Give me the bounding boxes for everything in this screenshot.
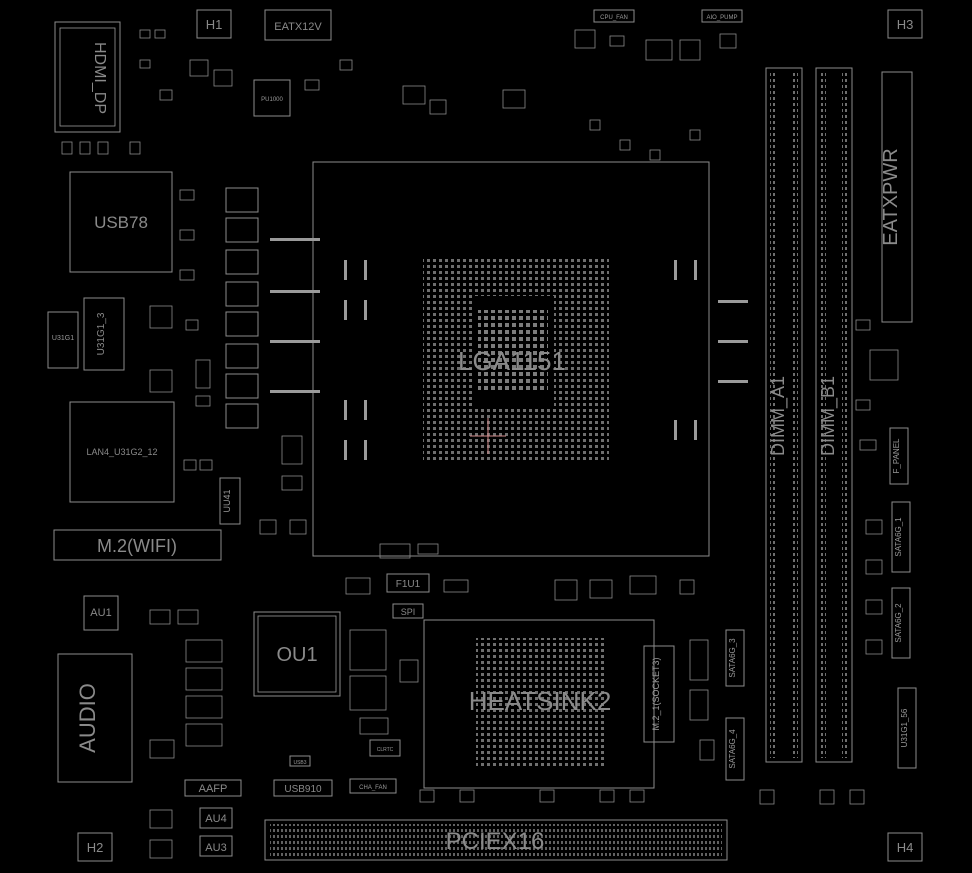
cha-fan-header: CHA_FAN [349,778,397,794]
ou1-chip: OU1 [253,611,341,697]
svg-text:LGA1151: LGA1151 [458,346,566,376]
heatsink2-chipset: HEATSINK2 [423,619,655,789]
usb910-header: USB910 [273,779,333,797]
svg-text:DIMM_A1: DIMM_A1 [768,376,789,456]
svg-text:AU3: AU3 [205,842,226,854]
hdmi-dp-connector: HDMI_DP [54,21,121,133]
svg-text:H1: H1 [206,17,223,32]
svg-text:USB3: USB3 [293,760,306,766]
usb3-header-small: USB3 [289,755,311,767]
small-components [61,29,899,859]
svg-text:SATA6G_3: SATA6G_3 [728,638,737,678]
svg-text:AAFP: AAFP [199,783,228,795]
svg-text:HDMI_DP: HDMI_DP [91,42,108,114]
svg-text:PCIEX16: PCIEX16 [446,828,545,855]
svg-text:SATA6G_2: SATA6G_2 [894,603,903,643]
lga1151-socket: LGA1151 [312,161,710,557]
sata6g-3-port: SATA6G_3 [725,629,745,687]
mounting-hole-h1: H1 [196,9,232,39]
m2-wifi-slot: M.2(WIFI) [53,529,222,561]
svg-text:AIO_PUMP: AIO_PUMP [706,15,737,21]
m2-socket3-slot: M.2_1(SOCKET3) [643,645,675,743]
clrtc-header: CLRTC [369,739,401,757]
svg-text:H2: H2 [87,840,104,855]
cpu-fan-header: CPU_FAN [593,9,635,23]
svg-text:U31G1_3: U31G1_3 [96,312,107,355]
mounting-hole-h4: H4 [887,832,923,862]
svg-text:HEATSINK2: HEATSINK2 [469,686,612,716]
svg-text:F_PANEL: F_PANEL [892,438,901,474]
svg-text:PU1000: PU1000 [261,97,283,103]
svg-text:H4: H4 [897,840,914,855]
svg-text:AU1: AU1 [90,607,111,619]
lan-connector: LAN4_U31G2_12 [69,401,175,503]
spi-header: SPI [392,603,424,619]
svg-text:EATX12V: EATX12V [274,21,322,33]
svg-text:CPU_FAN: CPU_FAN [600,15,628,21]
svg-text:SATA6G_4: SATA6G_4 [728,729,737,769]
svg-text:F1U1: F1U1 [396,579,421,590]
sata6g-1-port: SATA6G_1 [891,501,911,573]
svg-text:AU4: AU4 [205,813,226,825]
eatxpwr-connector: EATXPWR [880,71,913,323]
audio-connector: AUDIO [57,653,133,783]
au1-chip: AU1 [83,595,119,631]
socket-capacitor-pads [270,238,748,460]
svg-text:LAN4_U31G2_12: LAN4_U31G2_12 [86,447,157,457]
svg-text:M.2_1(SOCKET3): M.2_1(SOCKET3) [651,657,661,730]
eatx12v-connector: EATX12V [264,9,332,41]
svg-text:CHA_FAN: CHA_FAN [359,785,387,791]
f-panel-header: F_PANEL [889,427,909,485]
svg-text:DIMM_B1: DIMM_B1 [818,376,839,456]
svg-text:M.2(WIFI): M.2(WIFI) [97,536,177,556]
au3-chip: AU3 [199,835,233,857]
dimm-a1-slot: DIMM_A1 [765,67,803,763]
svg-text:OU1: OU1 [276,644,317,666]
svg-text:H3: H3 [897,17,914,32]
svg-text:USB78: USB78 [94,213,148,232]
vrm-chokes [225,187,259,429]
svg-text:USB910: USB910 [284,784,322,795]
svg-text:AUDIO: AUDIO [75,683,100,753]
aio-pump-header: AIO_PUMP [701,9,743,23]
dimm-b1-slot: DIMM_B1 [815,67,853,763]
svg-text:EATXPWR: EATXPWR [880,148,902,245]
pu1000-chip: PU1000 [253,79,291,117]
usb78-connector: USB78 [69,171,173,273]
u31g1-3-connector: U31G1 U31G1_3 [47,297,125,371]
svg-text:SATA6G_1: SATA6G_1 [894,517,903,557]
svg-text:U31G1_56: U31G1_56 [900,708,909,747]
au4-chip: AU4 [199,807,233,829]
f1u1-chip: F1U1 [386,573,430,593]
mounting-hole-h3: H3 [887,9,923,39]
svg-text:U31G1: U31G1 [52,335,74,342]
svg-text:SPI: SPI [401,607,416,617]
svg-text:UU41: UU41 [222,489,232,512]
svg-text:CLRTC: CLRTC [377,747,394,753]
pciex16-slot: PCIEX16 [264,819,728,861]
mounting-hole-h2: H2 [77,832,113,862]
sata6g-2-port: SATA6G_2 [891,587,911,659]
sata6g-4-port: SATA6G_4 [725,717,745,781]
aafp-header: AAFP [184,779,242,797]
u31g1-56-header: U31G1_56 [897,687,917,769]
uu41-chip: UU41 [219,477,241,525]
